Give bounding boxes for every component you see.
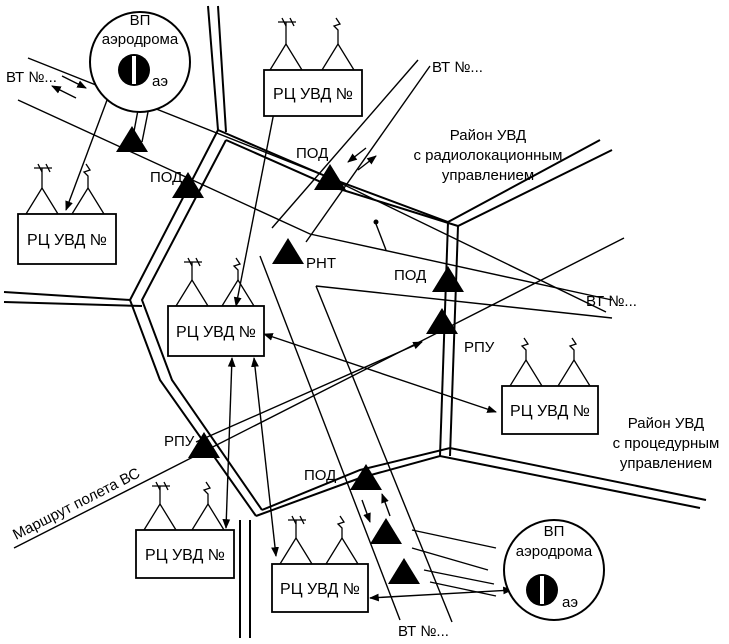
ae-bottom-label: аэ	[562, 594, 578, 611]
vp-top-label: ВП	[130, 12, 151, 29]
pod-left-label: ПОД	[150, 169, 182, 186]
beacon-pod-left	[172, 172, 204, 198]
beacon-rnt	[272, 238, 304, 264]
text-labels: ВТ №... ВТ №... ВТ №... ВТ №... ПОД ПОД …	[6, 59, 719, 640]
ae-top-label: аэ	[152, 73, 168, 90]
rpu-right-label: РПУ	[464, 339, 495, 356]
beacon-bottom-b	[388, 558, 420, 584]
beacon-pod-bottom	[350, 464, 382, 490]
proc-zone-line-3: управлением	[620, 455, 712, 472]
beacon-bottom-a	[370, 518, 402, 544]
rc-left-label: РЦ УВД №	[27, 232, 107, 249]
proc-zone-line-2: с процедурным	[613, 435, 720, 452]
rc-box-bottom-left: РЦ УВД №	[135, 481, 235, 579]
vt-bottom-label: ВТ №...	[398, 623, 449, 640]
rc-bottom-left-label: РЦ УВД №	[145, 547, 225, 564]
rpu-left-label: РПУ	[164, 433, 195, 450]
proc-zone-line-1: Район УВД	[628, 415, 704, 432]
beacon-rpu-right	[426, 308, 458, 334]
aerodrome-top-label: аэродрома	[102, 31, 179, 48]
aerodrome-bottom-label: аэродрома	[516, 543, 593, 560]
rc-right-label: РЦ УВД №	[510, 403, 590, 420]
vp-aerodrome-bottom: ВП аэродрома аэ	[503, 519, 605, 621]
rc-box-left: РЦ УВД №	[17, 163, 117, 265]
beacon-top-left	[116, 126, 148, 152]
radar-zone-line-2: с радиолокационным	[414, 147, 563, 164]
beacon-rpu-left	[188, 432, 220, 458]
route-label: Маршрут полета ВС	[10, 465, 143, 544]
rc-bottom-mid-label: РЦ УВД №	[280, 581, 360, 598]
beacon-pod-right	[432, 266, 464, 292]
vp-aerodrome-top: ВП аэродрома аэ	[89, 11, 191, 113]
rc-box-bottom-mid: РЦ УВД №	[271, 515, 369, 613]
rc-center-label: РЦ УВД №	[176, 324, 256, 341]
pod-bottom-label: ПОД	[304, 467, 336, 484]
pod-top-label: ПОД	[296, 145, 328, 162]
rc-top-label: РЦ УВД №	[273, 86, 353, 103]
vt-top-right-label: ВТ №...	[432, 59, 483, 76]
rc-box-right: РЦ УВД №	[501, 337, 599, 435]
links	[51, 75, 513, 602]
vp-bottom-label: ВП	[544, 523, 565, 540]
rnt-label: РНТ	[306, 255, 336, 272]
pod-right-label: ПОД	[394, 267, 426, 284]
rc-box-top: РЦ УВД №	[263, 17, 363, 117]
radar-zone-line-3: управлением	[442, 167, 534, 184]
beacon-pod-top	[314, 164, 346, 190]
beacons	[116, 126, 464, 584]
vt-right-label: ВТ №...	[586, 293, 637, 310]
radar-zone-line-1: Район УВД	[450, 127, 526, 144]
rc-box-center: РЦ УВД №	[167, 257, 265, 357]
vt-top-left-label: ВТ №...	[6, 69, 57, 86]
